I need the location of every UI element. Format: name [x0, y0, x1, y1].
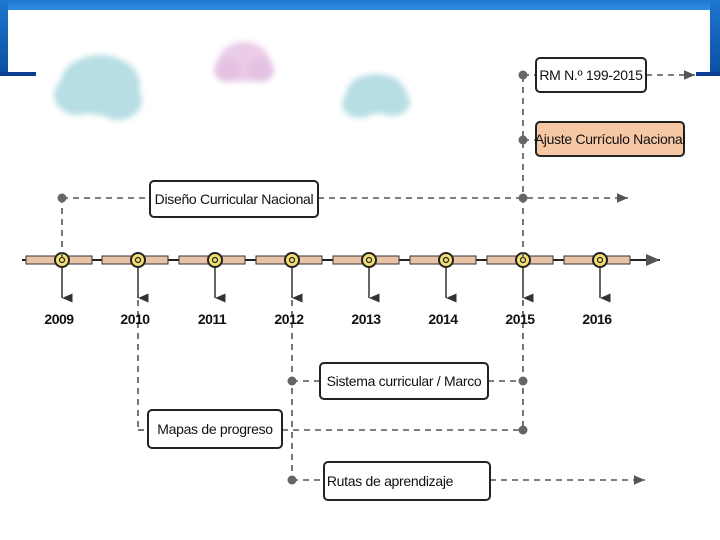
- year-marker-inner: [442, 256, 450, 264]
- year-label: 2012: [274, 311, 304, 327]
- year-marker: [361, 252, 377, 268]
- year-marker-inner: [596, 256, 604, 264]
- label-sistema-curricular: Sistema curricular / Marco: [319, 362, 489, 400]
- cloud-icon-teal-left: [54, 55, 142, 120]
- slide-frame-left: [0, 0, 8, 76]
- year-marker: [130, 252, 146, 268]
- slide-frame-top: [0, 0, 720, 10]
- year-marker-inner: [134, 256, 142, 264]
- year-label: 2015: [505, 311, 535, 327]
- year-marker: [592, 252, 608, 268]
- label-mapas-progreso: Mapas de progreso: [147, 409, 283, 449]
- year-marker: [207, 252, 223, 268]
- svg-text:Mapas de progreso: Mapas de progreso: [157, 421, 273, 437]
- year-marker-inner: [365, 256, 373, 264]
- label-rutas-aprendizaje: Rutas de aprendizaje: [323, 461, 491, 501]
- year-label: 2010: [120, 311, 150, 327]
- year-marker-inner: [211, 256, 219, 264]
- svg-text:Ajuste Currículo Nacional: Ajuste Currículo Nacional: [535, 131, 686, 147]
- year-marker-inner: [288, 256, 296, 264]
- label-rm: RM N.º 199-2015: [535, 57, 647, 93]
- label-diseno-curricular: Diseño Curricular Nacional: [149, 180, 319, 218]
- year-marker: [284, 252, 300, 268]
- year-markers: [54, 252, 611, 303]
- slide-frame-line-left: [0, 72, 36, 76]
- year-label: 2011: [198, 311, 227, 327]
- slide-frame-right: [710, 0, 720, 76]
- svg-text:Rutas de aprendizaje: Rutas de aprendizaje: [327, 473, 454, 489]
- svg-text:Diseño Curricular Nacional: Diseño Curricular Nacional: [155, 191, 314, 207]
- year-label: 2009: [44, 311, 74, 327]
- cloud-icon-pink: [214, 42, 274, 82]
- svg-text:Sistema curricular / Marco: Sistema curricular / Marco: [327, 373, 482, 389]
- slide-frame-line-right: [696, 72, 720, 76]
- label-ajuste-curriculo: Ajuste Currículo Nacional: [535, 121, 686, 157]
- year-label: 2016: [582, 311, 612, 327]
- cloud-icon-teal-right: [342, 74, 410, 118]
- year-label: 2014: [428, 311, 458, 327]
- svg-text:RM N.º 199-2015: RM N.º 199-2015: [539, 67, 643, 83]
- year-marker: [438, 252, 454, 268]
- year-label: 2013: [351, 311, 381, 327]
